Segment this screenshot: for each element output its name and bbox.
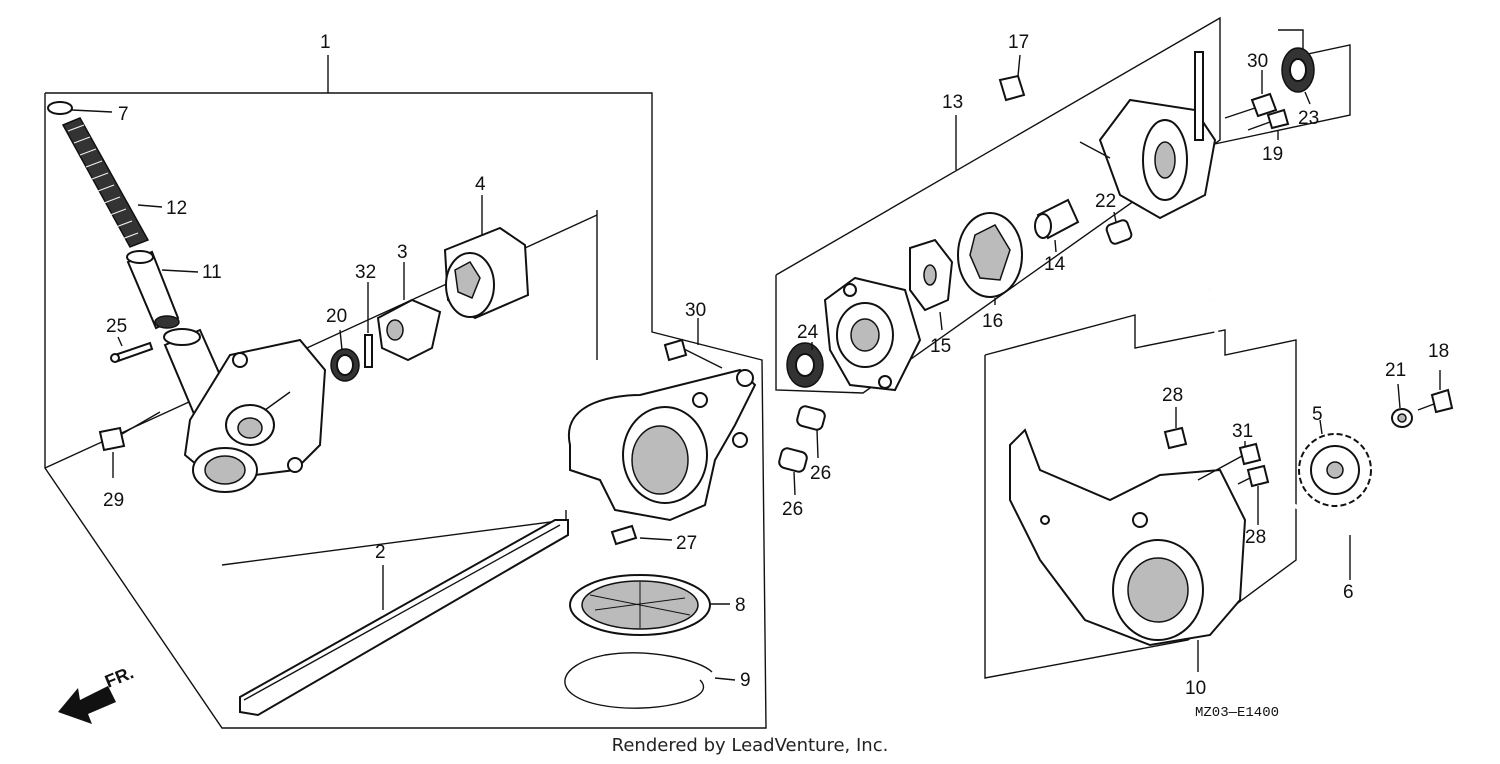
pump-cover-part-13b: [1079, 51, 1217, 220]
callout-29: 29: [103, 490, 124, 511]
callout-2: 2: [375, 542, 386, 563]
callout-26b: 26: [782, 499, 803, 520]
bolt-part-30-right: [1224, 70, 1278, 119]
diagram-code: MZ03—E1400: [1195, 705, 1279, 721]
collar-part-22: [1105, 211, 1133, 245]
callout-27: 27: [676, 533, 697, 554]
callout-labels: 1 2 3 4 5 6 7 8 9 10 11 12 13 14 15 16 1…: [103, 32, 1449, 699]
seal-part-24: [786, 342, 824, 388]
callout-9: 9: [740, 670, 751, 691]
callout-13: 13: [942, 92, 963, 113]
bolt-part-28-upper: [1163, 407, 1188, 450]
callout-30a: 30: [685, 300, 706, 321]
bolt-part-30-left: [663, 318, 723, 369]
spring-part-12: [61, 117, 163, 248]
cotter-pin-part-25: [110, 336, 154, 363]
callout-12: 12: [166, 198, 187, 219]
group-10-frame: [984, 314, 1297, 679]
callout-11: 11: [202, 262, 222, 283]
callout-19: 19: [1262, 144, 1283, 165]
callout-5: 5: [1312, 404, 1323, 425]
bolt-part-29: [98, 411, 161, 478]
relief-valve-part-11: [126, 250, 199, 330]
pin-part-32: [364, 282, 373, 368]
dowel-parts-26: [778, 405, 826, 496]
pump-cover-part-13a: [823, 276, 922, 392]
callout-21: 21: [1385, 360, 1406, 381]
callout-15: 15: [930, 336, 951, 357]
callout-31: 31: [1232, 421, 1253, 442]
cover-part-10: [1009, 428, 1247, 672]
callout-8: 8: [735, 595, 746, 616]
callout-18: 18: [1428, 341, 1449, 362]
sprocket-part-5: [1298, 419, 1372, 507]
center-housing: [567, 368, 757, 522]
outer-rotor-part-16: [957, 212, 1023, 305]
callout-28a: 28: [1162, 385, 1183, 406]
inner-rotor-part-3: [376, 262, 442, 362]
nut-part-17: [998, 54, 1026, 102]
circlip-part-9: [564, 652, 736, 709]
callout-3: 3: [397, 242, 408, 263]
callout-14: 14: [1044, 254, 1066, 275]
front-arrow-icon: FR.: [58, 662, 136, 724]
oring-part-20: [330, 329, 360, 382]
callout-24: 24: [797, 322, 819, 343]
pump-body-left: [163, 328, 327, 493]
callout-30b: 30: [1247, 51, 1268, 72]
front-label: FR.: [102, 662, 136, 691]
callout-10: 10: [1185, 678, 1206, 699]
callout-6: 6: [1343, 582, 1354, 603]
callout-20: 20: [326, 306, 347, 327]
callout-16: 16: [982, 311, 1003, 332]
strainer-part-8: [569, 574, 730, 636]
callout-4: 4: [475, 174, 486, 195]
bolt-part-28-lower: [1237, 464, 1270, 525]
bolt-part-19: [1247, 108, 1290, 140]
collar-part-14: [1034, 198, 1080, 253]
callout-26a: 26: [810, 463, 831, 484]
callout-32: 32: [355, 262, 376, 283]
callout-28b: 28: [1245, 527, 1266, 548]
callout-23: 23: [1298, 108, 1319, 129]
callout-17: 17: [1008, 32, 1029, 53]
group-13-frame: [775, 16, 1221, 394]
callout-22: 22: [1095, 191, 1116, 212]
bolt-part-31: [1197, 441, 1262, 481]
credit-footer: Rendered by LeadVenture, Inc.: [611, 735, 889, 756]
group-23-frame: [1209, 29, 1351, 146]
callout-25: 25: [106, 316, 127, 337]
washer-part-21: [1391, 383, 1413, 428]
shaft-part-2: [239, 519, 569, 717]
cap-part-7: [47, 101, 113, 115]
outer-rotor-part-4: [443, 195, 530, 320]
inner-rotor-part-15: [909, 238, 954, 331]
callout-7: 7: [118, 104, 129, 125]
callout-1: 1: [320, 32, 331, 53]
bolt-part-18: [1417, 370, 1454, 414]
bearing-part-23: [1281, 47, 1315, 105]
dowel-part-27: [610, 524, 673, 546]
